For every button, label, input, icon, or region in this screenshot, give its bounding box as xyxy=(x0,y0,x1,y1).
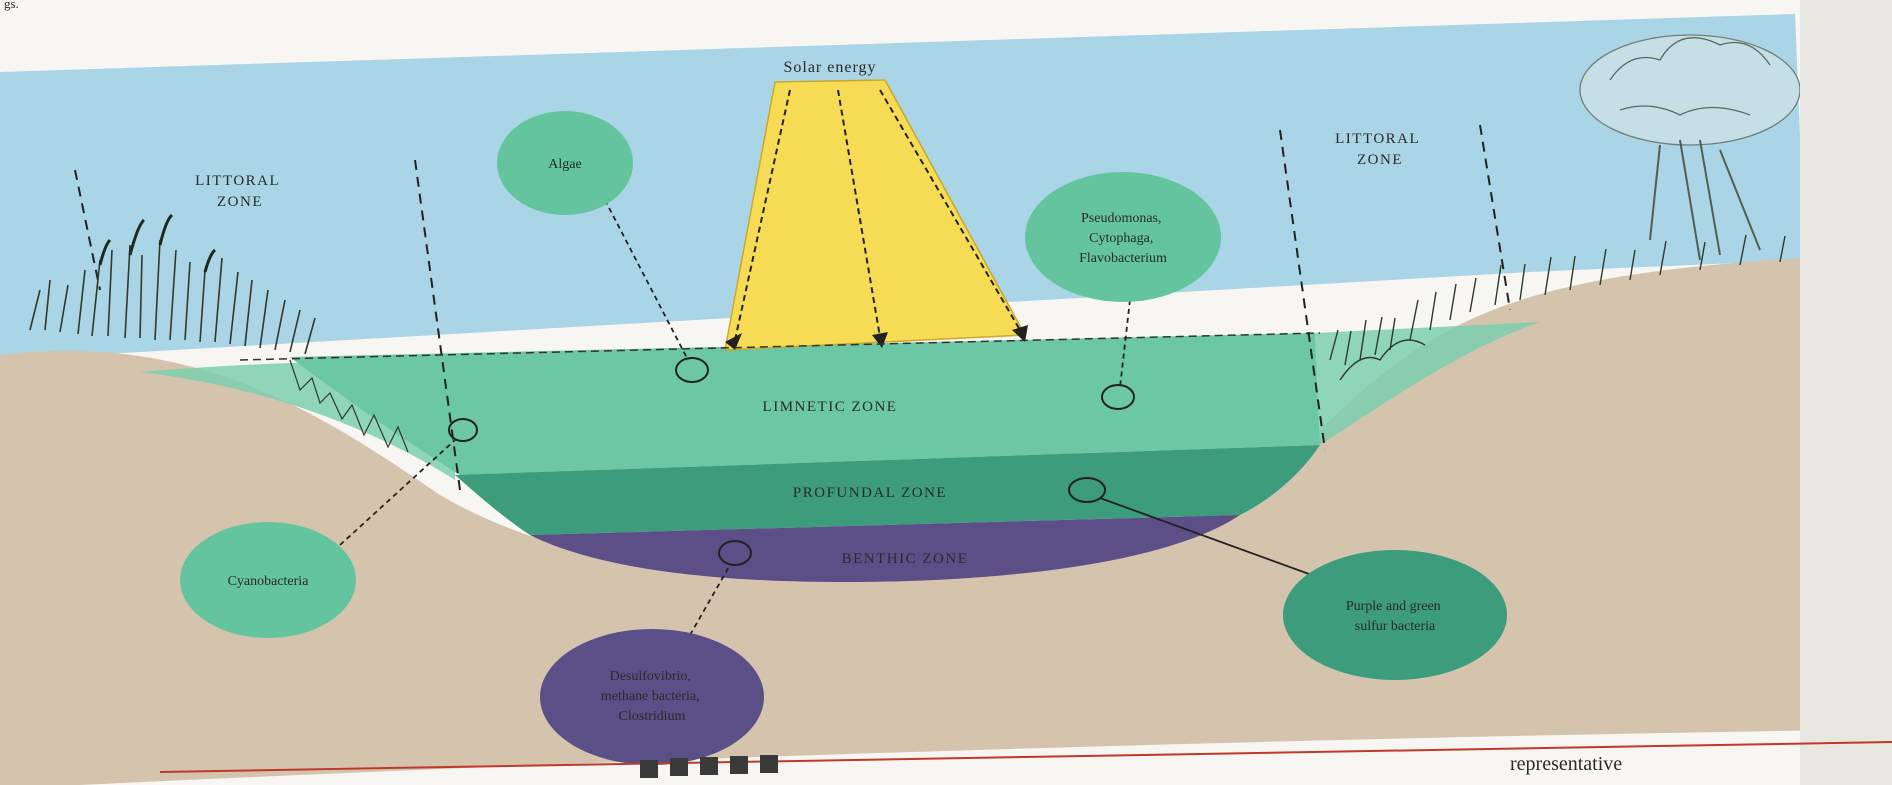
bubble-desulfovibrio: Desulfovibrio, methane bacteria, Clostri… xyxy=(540,629,764,765)
corner-text: gs. xyxy=(4,0,19,11)
profundal-zone-label: PROFUNDAL ZONE xyxy=(793,485,947,501)
solar-energy-label: Solar energy xyxy=(783,59,876,76)
svg-text:Algae: Algae xyxy=(548,157,581,172)
page-edge-shade xyxy=(1800,0,1892,785)
benthic-zone-label: BENTHIC ZONE xyxy=(842,551,969,567)
bottom-text: representative xyxy=(1510,753,1622,775)
svg-text:Cyanobacteria: Cyanobacteria xyxy=(228,574,310,589)
bubble-cyanobacteria: Cyanobacteria xyxy=(180,522,356,638)
bubble-sulfur: Purple and green sulfur bacteria xyxy=(1283,550,1507,680)
bubble-plankton: Pseudomonas, Cytophaga, Flavobacterium xyxy=(1025,172,1221,302)
bubble-algae: Algae xyxy=(497,111,633,215)
svg-text:Pseudomonas, Cytophaga,: Pseudomonas, Cytophaga, Flavobacterium xyxy=(1079,211,1167,266)
limnetic-zone-label: LIMNETIC ZONE xyxy=(763,399,898,415)
